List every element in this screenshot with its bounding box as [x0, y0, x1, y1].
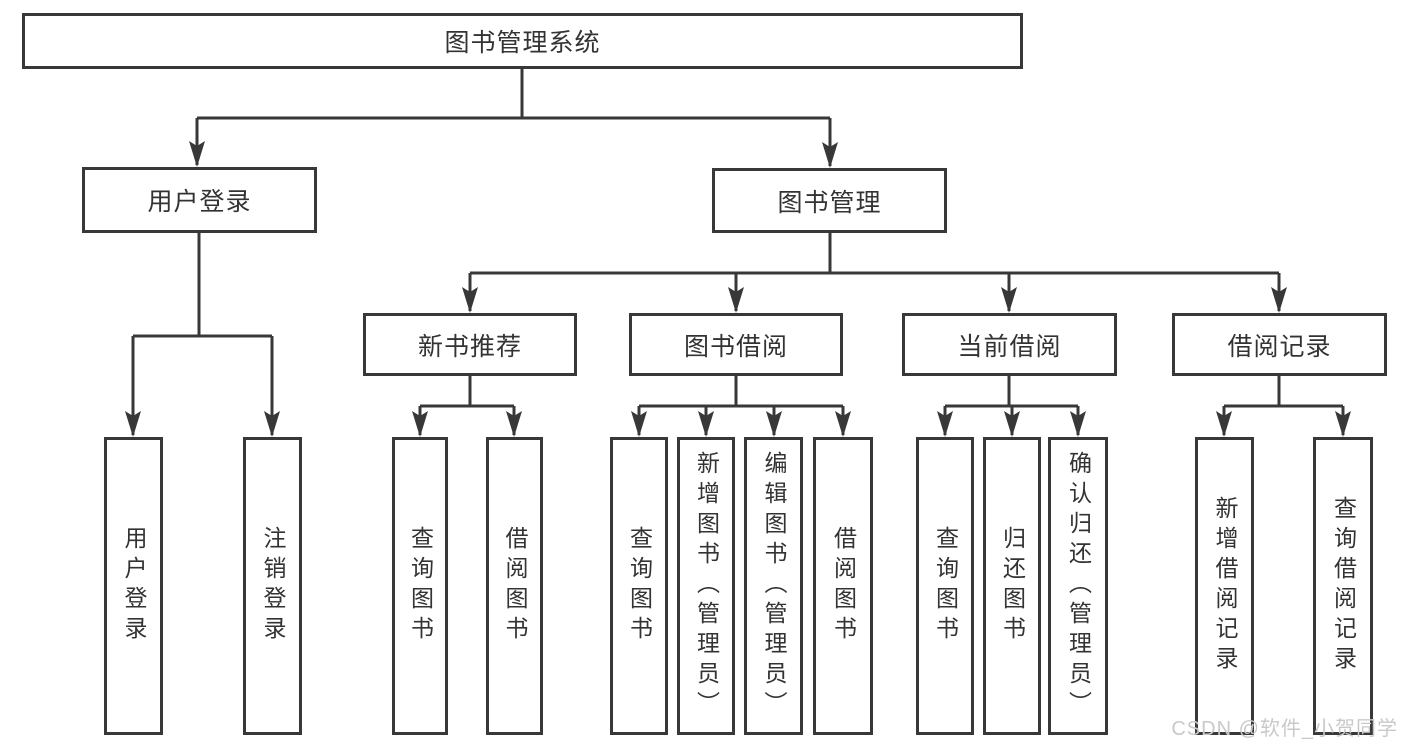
- node-leaf-newbooks-borrow-label: 借阅图书: [502, 526, 528, 646]
- node-leaf-add-book: 新增图书（管理员）: [677, 437, 735, 735]
- node-leaf-confirm-return-label: 确认归还（管理员）: [1065, 451, 1092, 721]
- node-book-borrowing-label: 图书借阅: [683, 332, 788, 361]
- node-leaf-edit-book-label: 编辑图书（管理员）: [761, 451, 787, 721]
- node-leaf-newbooks-query-label: 查询图书: [407, 526, 434, 646]
- arrowhead-icon: [125, 411, 141, 437]
- connector-records-to-leaves: [1222, 374, 1345, 435]
- node-leaf-query-borrow-record-label: 查询借阅记录: [1330, 496, 1357, 676]
- connector-mgmt-to-level3: [468, 231, 1281, 311]
- node-book-management-label: 图书管理: [777, 188, 882, 217]
- arrowhead-icon: [1335, 411, 1351, 437]
- node-borrowing-records: 借阅记录: [1172, 313, 1387, 376]
- connector-newbooks-to-leaves: [418, 374, 516, 435]
- arrowhead-icon: [462, 287, 478, 313]
- node-new-book-recommend-label: 新书推荐: [417, 332, 522, 361]
- arrowhead-icon: [766, 411, 782, 437]
- node-new-book-recommend: 新书推荐: [363, 313, 577, 376]
- node-leaf-logout-label: 注销登录: [260, 526, 286, 646]
- node-leaf-confirm-return: 确认归还（管理员）: [1048, 437, 1108, 735]
- node-book-borrowing: 图书借阅: [629, 313, 843, 376]
- connector-root-to-level2: [195, 67, 832, 166]
- connector-login-to-leaves: [131, 231, 274, 435]
- arrowhead-icon: [1271, 287, 1287, 313]
- node-root: 图书管理系统: [22, 13, 1023, 69]
- arrowhead-icon: [822, 142, 838, 168]
- node-current-borrowing: 当前借阅: [902, 313, 1117, 376]
- arrowhead-icon: [631, 411, 647, 437]
- arrowhead-icon: [1004, 411, 1020, 437]
- node-leaf-return-book: 归还图书: [983, 437, 1041, 735]
- node-leaf-user-login-label: 用户登录: [121, 526, 147, 646]
- node-leaf-user-login: 用户登录: [104, 437, 163, 735]
- arrowhead-icon: [835, 411, 851, 437]
- arrowhead-icon: [937, 411, 953, 437]
- node-root-label: 图书管理系统: [444, 29, 601, 57]
- arrowhead-icon: [506, 411, 522, 437]
- connector-borrowing-to-leaves: [637, 374, 845, 435]
- arrowhead-icon: [698, 411, 714, 437]
- node-leaf-newbooks-borrow: 借阅图书: [486, 437, 543, 735]
- arrowhead-icon: [264, 411, 280, 437]
- node-leaf-current-query-label: 查询图书: [932, 526, 959, 646]
- arrowhead-icon: [189, 141, 205, 167]
- node-leaf-add-borrow-record-label: 新增借阅记录: [1212, 496, 1238, 676]
- node-leaf-current-query: 查询图书: [916, 437, 974, 735]
- node-leaf-add-book-label: 新增图书（管理员）: [693, 451, 720, 721]
- node-leaf-query-borrow-record: 查询借阅记录: [1313, 437, 1373, 735]
- node-borrowing-records-label: 借阅记录: [1227, 332, 1332, 361]
- arrowhead-icon: [728, 287, 744, 313]
- watermark: CSDN @软件_小贺同学: [1171, 718, 1398, 740]
- node-leaf-return-book-label: 归还图书: [999, 526, 1026, 646]
- arrowhead-icon: [1216, 411, 1232, 437]
- node-book-management: 图书管理: [712, 168, 947, 233]
- node-user-login-group: 用户登录: [82, 167, 317, 233]
- node-user-login-group-label: 用户登录: [147, 188, 252, 216]
- node-leaf-borrowing-query-label: 查询图书: [626, 526, 653, 646]
- arrowheads: [125, 141, 1351, 437]
- node-leaf-logout: 注销登录: [243, 437, 302, 735]
- node-current-borrowing-label: 当前借阅: [957, 332, 1062, 361]
- arrowhead-icon: [1001, 287, 1017, 313]
- node-leaf-borrowing-query: 查询图书: [610, 437, 668, 735]
- node-leaf-borrowing-borrow-label: 借阅图书: [830, 526, 857, 646]
- node-leaf-edit-book: 编辑图书（管理员）: [744, 437, 803, 735]
- node-leaf-newbooks-query: 查询图书: [392, 437, 448, 735]
- node-leaf-add-borrow-record: 新增借阅记录: [1195, 437, 1254, 735]
- arrowhead-icon: [412, 411, 428, 437]
- arrowhead-icon: [1070, 411, 1086, 437]
- node-leaf-borrowing-borrow: 借阅图书: [813, 437, 873, 735]
